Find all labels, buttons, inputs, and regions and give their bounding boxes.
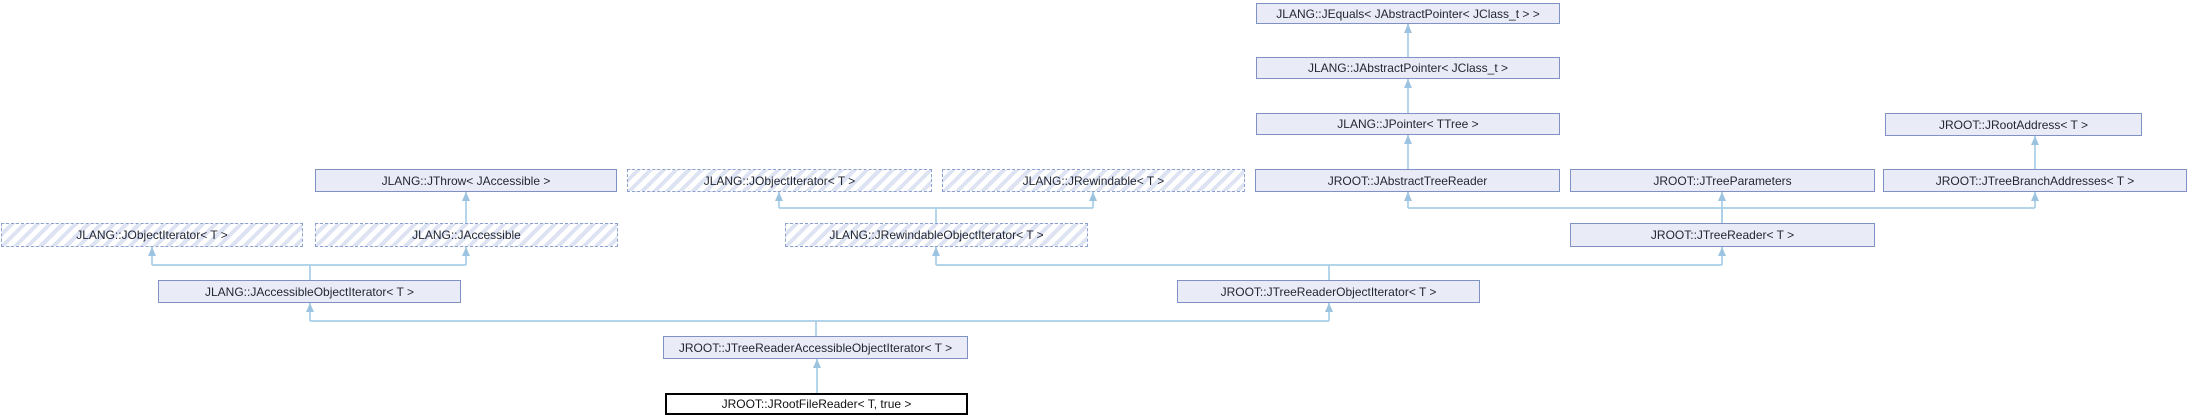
class-node-abstract-pointer[interactable]: JLANG::JAbstractPointer< JClass_t > <box>1256 57 1560 79</box>
inheritance-edge-tree-reader-object-iterator <box>932 247 1726 280</box>
class-node-tree-reader-object-iterator[interactable]: JROOT::JTreeReaderObjectIterator< T > <box>1177 280 1480 303</box>
class-node-object-iterator-mid: JLANG::JObjectIterator< T > <box>627 169 932 192</box>
class-node-root-address[interactable]: JROOT::JRootAddress< T > <box>1885 113 2142 136</box>
arrowhead-up-icon <box>2031 192 2039 201</box>
inheritance-edge-jaccessible <box>462 192 470 223</box>
arrowhead-up-icon <box>1404 135 1412 144</box>
inheritance-edge-tree-branch-addresses <box>2031 136 2039 169</box>
inheritance-edge-accessible-object-iterator <box>148 247 470 280</box>
arrowhead-up-icon <box>2031 136 2039 145</box>
inheritance-edge-rewindable-object-iterator <box>775 192 1097 223</box>
inheritance-edge-jpointer-ttree <box>1404 79 1412 113</box>
inheritance-edge-tree-reader-accessible-object-iterator <box>306 303 1333 336</box>
arrowhead-up-icon <box>1089 192 1097 201</box>
class-node-root-file-reader: JROOT::JRootFileReader< T, true > <box>665 393 968 415</box>
arrowhead-up-icon <box>1404 192 1412 201</box>
class-node-tree-branch-addresses[interactable]: JROOT::JTreeBranchAddresses< T > <box>1883 169 2187 192</box>
arrowhead-up-icon <box>1404 24 1412 33</box>
arrowhead-up-icon <box>813 359 821 368</box>
inheritance-edge-root-file-reader <box>813 359 821 393</box>
arrowhead-up-icon <box>932 247 940 256</box>
arrowhead-up-icon <box>1718 192 1726 201</box>
class-node-rewindable: JLANG::JRewindable< T > <box>942 169 1245 192</box>
class-node-jpointer-ttree[interactable]: JLANG::JPointer< TTree > <box>1256 113 1560 135</box>
arrowhead-up-icon <box>1404 79 1412 88</box>
inheritance-edge-tree-reader <box>1404 192 2039 223</box>
inheritance-edge-abstract-tree-reader <box>1404 135 1412 169</box>
class-node-accessible-object-iterator[interactable]: JLANG::JAccessibleObjectIterator< T > <box>158 280 461 303</box>
class-node-abstract-tree-reader[interactable]: JROOT::JAbstractTreeReader <box>1255 169 1560 192</box>
arrowhead-up-icon <box>775 192 783 201</box>
arrowhead-up-icon <box>1718 247 1726 256</box>
class-node-tree-parameters[interactable]: JROOT::JTreeParameters <box>1570 169 1875 192</box>
class-node-rewindable-object-iterator: JLANG::JRewindableObjectIterator< T > <box>785 223 1088 247</box>
class-node-jthrow-jaccessible[interactable]: JLANG::JThrow< JAccessible > <box>315 169 617 192</box>
arrowhead-up-icon <box>1325 303 1333 312</box>
arrowhead-up-icon <box>306 303 314 312</box>
arrowhead-up-icon <box>148 247 156 256</box>
arrowhead-up-icon <box>462 192 470 201</box>
inheritance-edge-tree-reader <box>1718 192 1726 223</box>
class-node-tree-reader-accessible-object-iterator[interactable]: JROOT::JTreeReaderAccessibleObjectIterat… <box>663 336 968 359</box>
class-node-equals[interactable]: JLANG::JEquals< JAbstractPointer< JClass… <box>1256 3 1560 24</box>
inheritance-edge-abstract-pointer <box>1404 24 1412 57</box>
class-node-tree-reader[interactable]: JROOT::JTreeReader< T > <box>1570 223 1875 247</box>
class-node-object-iterator-left: JLANG::JObjectIterator< T > <box>1 223 303 247</box>
arrowhead-up-icon <box>462 247 470 256</box>
class-node-jaccessible: JLANG::JAccessible <box>315 223 618 247</box>
